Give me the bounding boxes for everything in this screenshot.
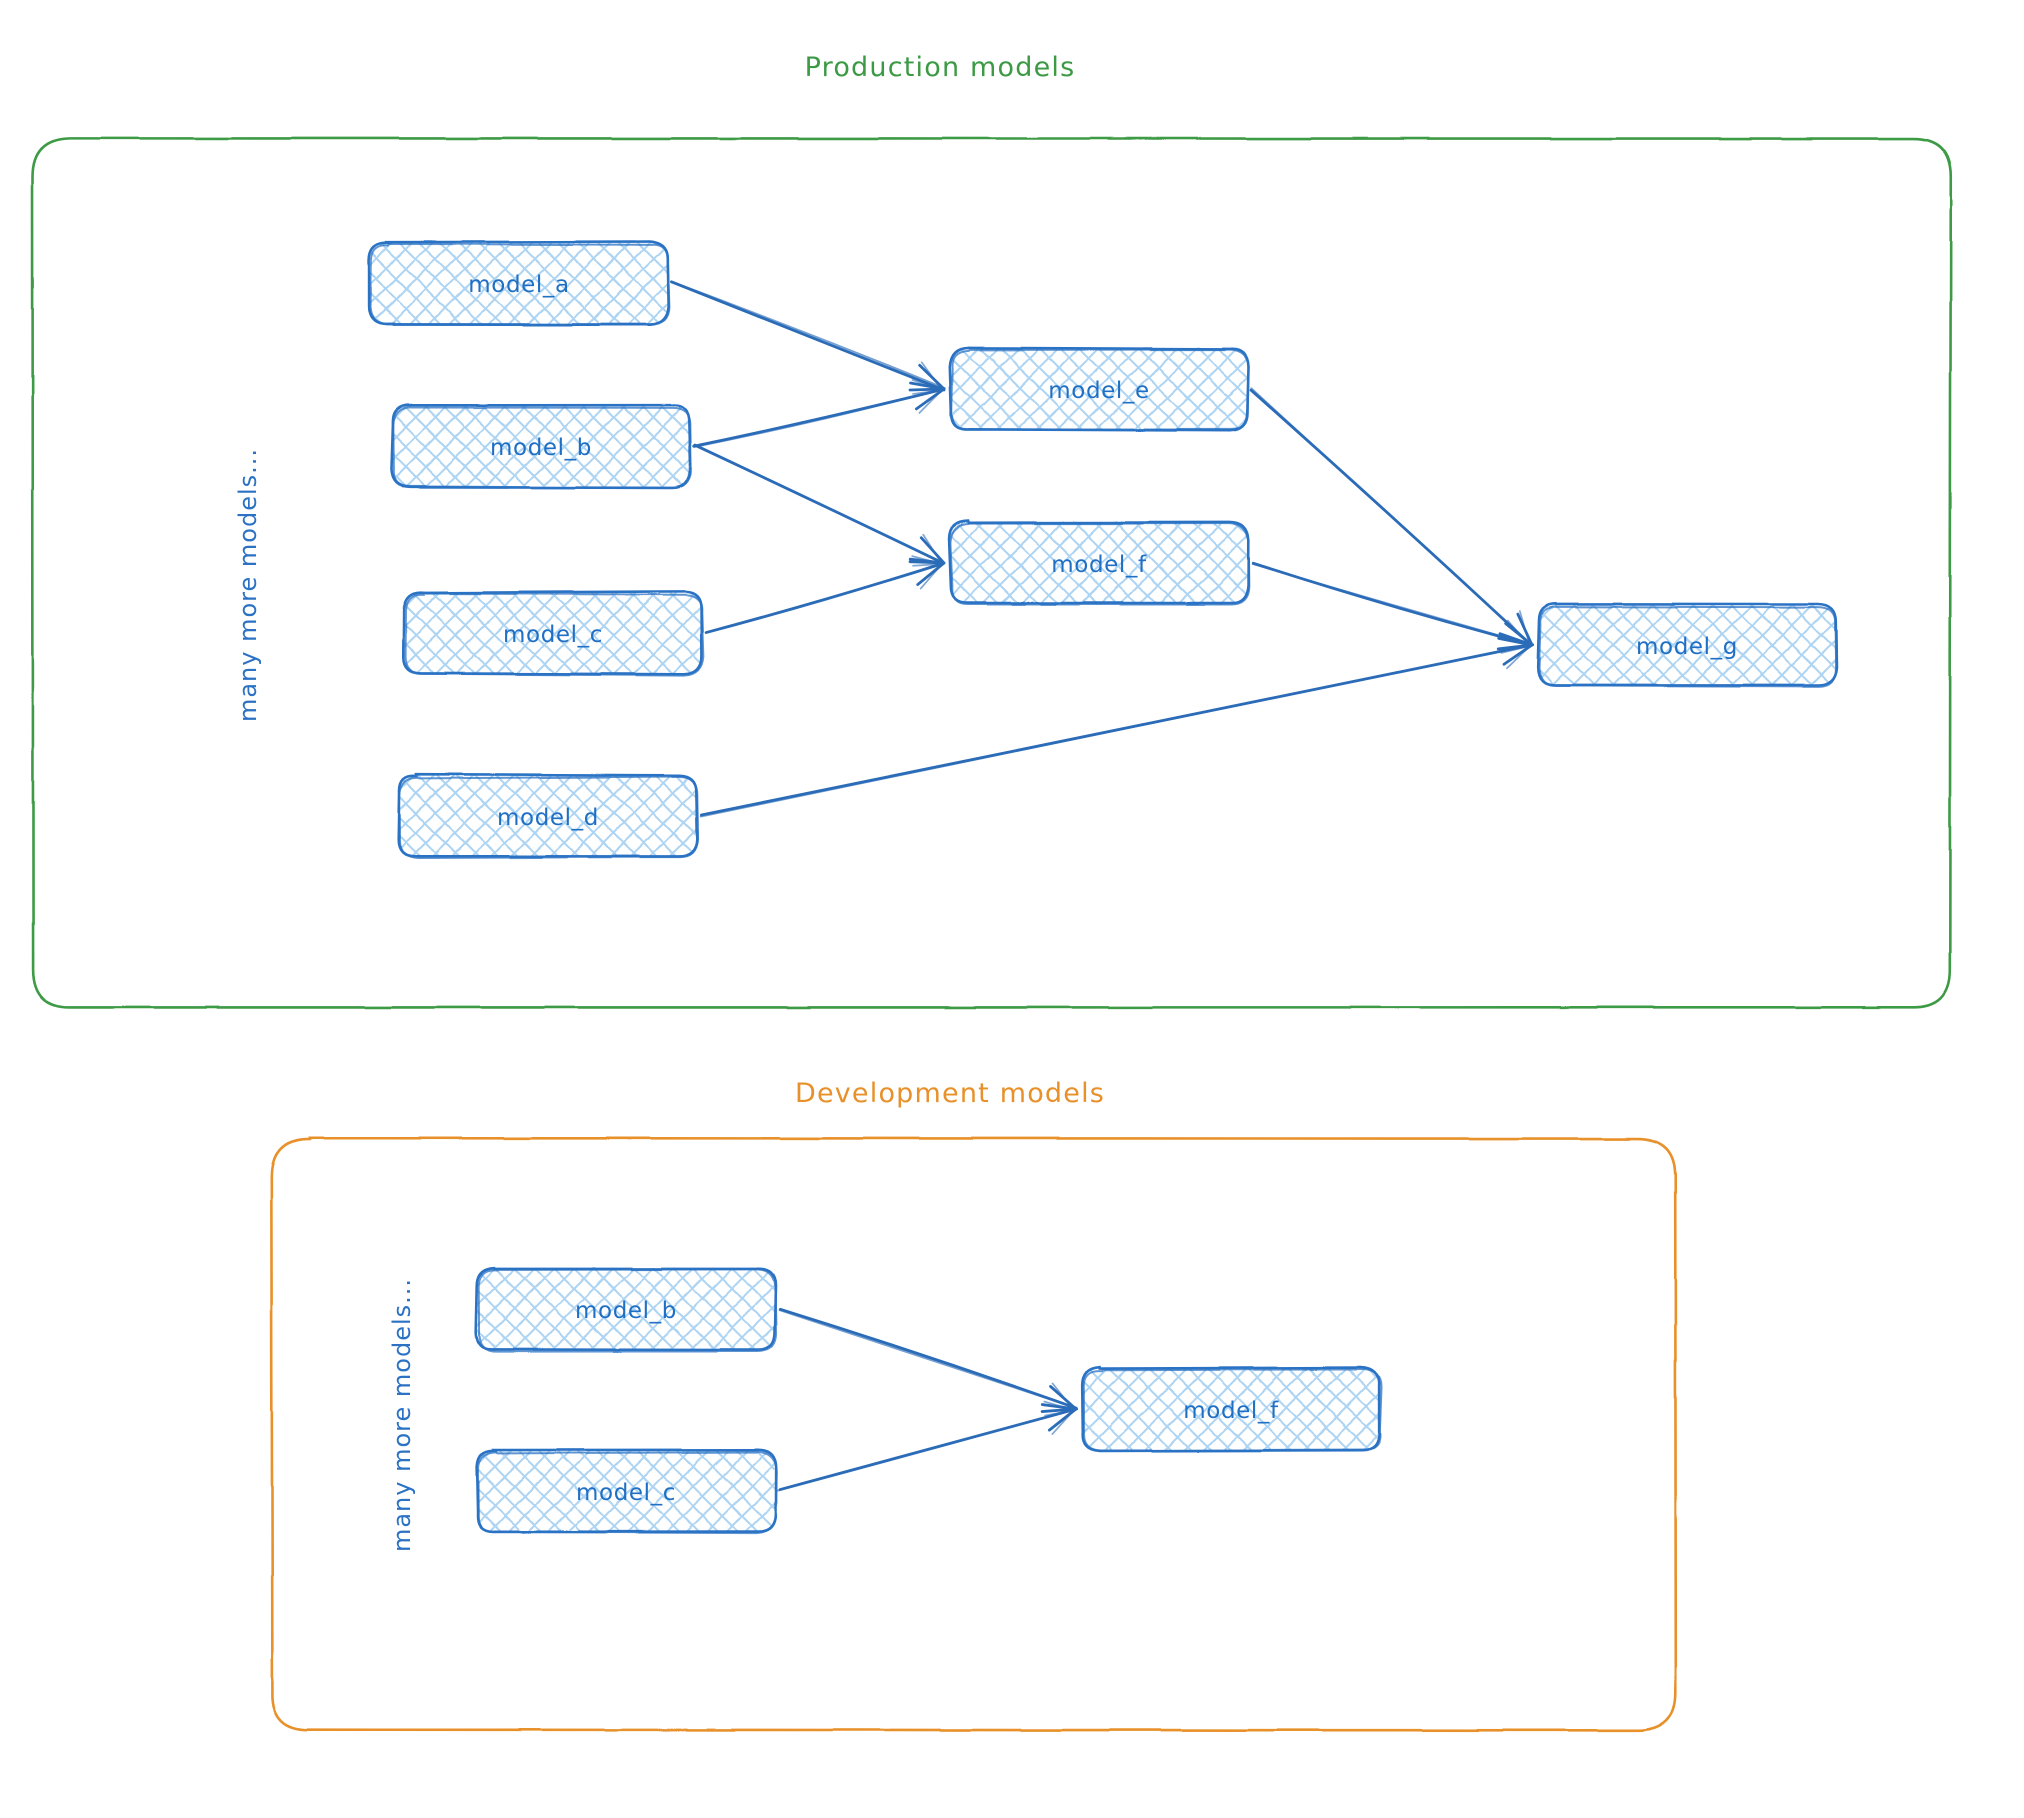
side-note-production: many more models... <box>234 448 262 722</box>
edge-line <box>779 1310 1076 1408</box>
group-border-development <box>271 1138 1675 1730</box>
edge-line <box>694 389 944 446</box>
node-label-prod-model-e: model_e <box>1048 378 1149 404</box>
node-label-prod-model-g: model_g <box>1636 634 1738 660</box>
node-label-dev-model-b: model_b <box>575 1298 677 1324</box>
edge-production-model_e-to-model_g <box>1251 388 1532 646</box>
node-label-prod-model-d: model_d <box>497 805 599 831</box>
node-label-dev-model-c: model_c <box>576 1480 676 1506</box>
node-label-prod-model-f: model_f <box>1051 552 1146 578</box>
edge-connectors <box>671 282 1532 1491</box>
edge-line <box>671 282 944 390</box>
edge-line <box>694 445 944 563</box>
node-label-prod-model-b: model_b <box>490 435 592 461</box>
edge-production-model_b-to-model_f <box>694 445 944 566</box>
node-label-dev-model-f: model_f <box>1183 1398 1278 1424</box>
group-title-development: Development models <box>795 1078 1105 1109</box>
edge-development-model_c-to-model_f <box>778 1402 1077 1491</box>
side-note-development: many more models... <box>388 1278 416 1552</box>
edge-production-model_b-to-model_e <box>694 380 944 447</box>
group-container-development <box>271 1138 1675 1730</box>
edge-line <box>701 645 1532 817</box>
node-label-prod-model-c: model_c <box>503 622 603 648</box>
edge-production-model_c-to-model_f <box>706 556 944 632</box>
edge-line <box>778 1409 1076 1491</box>
node-label-prod-model-a: model_a <box>468 272 569 298</box>
group-title-production: Production models <box>805 52 1076 83</box>
edge-line <box>1253 564 1532 645</box>
edge-production-model_d-to-model_g <box>701 635 1533 816</box>
edge-production-model_a-to-model_e <box>671 282 945 394</box>
edge-development-model_b-to-model_f <box>779 1309 1076 1415</box>
